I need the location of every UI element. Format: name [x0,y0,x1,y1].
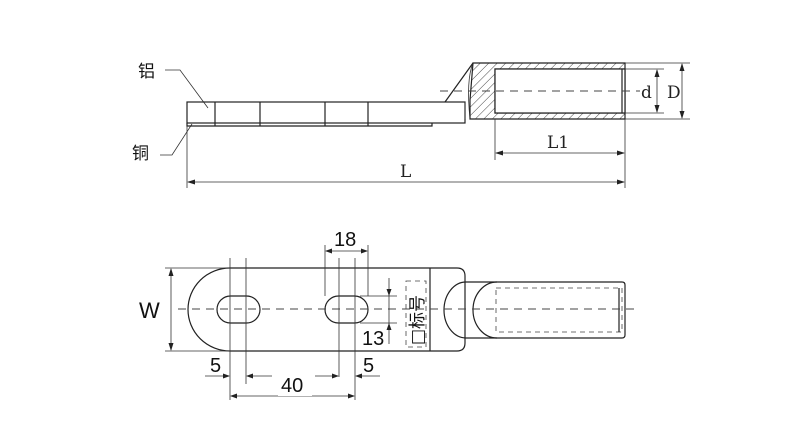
copper-label: 铜 [132,144,149,164]
hole-spacing-label: 40 [281,375,303,397]
palm-plate [186,101,466,124]
side-view: 铝 铜 d D L1 [132,62,690,188]
L1-label: L1 [547,133,569,153]
slot-width-label: 13 [362,328,384,350]
width-label: W [139,298,160,323]
right-edge-label: 5 [363,355,374,377]
barrel-outline [443,281,626,339]
slot-2 [324,295,369,324]
d-label: d [641,83,652,103]
left-edge-label: 5 [210,355,221,377]
marking-label: □标号 [408,295,428,345]
aluminum-leader [165,69,209,109]
copper-layer [186,123,433,127]
aluminum-label: 铝 [138,62,155,82]
transition-ramp [444,62,474,103]
top-view: 18 13 □标号 W 5 5 40 [139,229,634,400]
barrel-curve [472,281,498,339]
D-label: D [667,83,681,103]
L-label: L [400,162,411,182]
marking-frame [405,280,427,348]
copper-leader [160,123,193,156]
slot-1 [216,295,261,324]
barrel-bore-hidden [495,287,623,333]
slot-length-label: 18 [334,229,356,251]
